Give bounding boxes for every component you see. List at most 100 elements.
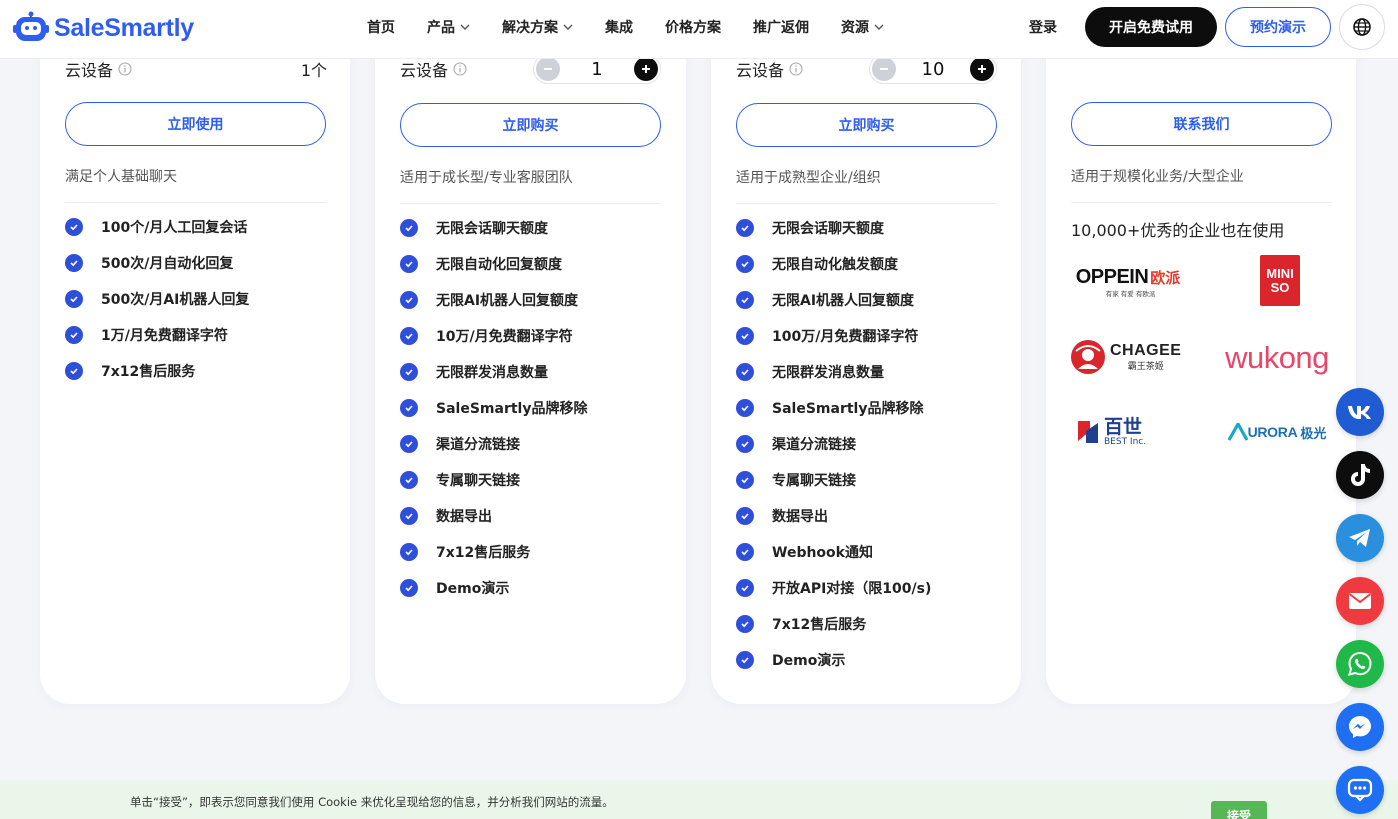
chagee-name: CHAGEE [1110, 342, 1182, 359]
buy-now-button[interactable]: 立即购买 [736, 103, 997, 147]
check-icon [400, 471, 418, 489]
info-icon[interactable] [453, 62, 467, 76]
miniso-line1: MINI [1266, 265, 1294, 281]
feature-list: 无限会话聊天额度 无限自动化回复额度 无限AI机器人回复额度 10万/月免费翻译… [400, 210, 587, 606]
best-cn: 百世 [1104, 416, 1143, 438]
plan-description: 适用于成熟型企业/组织 [736, 170, 881, 186]
device-label: 云设备 [400, 61, 449, 80]
increment-button[interactable] [970, 57, 994, 81]
check-icon [736, 363, 754, 381]
vk-button[interactable] [1336, 388, 1384, 436]
feature-text: 渠道分流链接 [772, 437, 856, 453]
quantity-value[interactable]: 10 [921, 58, 945, 80]
feature-item: SaleSmartly品牌移除 [400, 390, 587, 426]
chevron-down-icon [460, 24, 470, 30]
feature-text: 10万/月免费翻译字符 [436, 329, 573, 345]
feature-text: 无限会话聊天额度 [436, 221, 548, 237]
language-button[interactable] [1339, 4, 1385, 50]
whatsapp-button[interactable] [1336, 640, 1384, 688]
feature-item: Demo演示 [736, 642, 931, 678]
nav-solutions[interactable]: 解决方案 [502, 17, 573, 37]
messenger-icon [1349, 716, 1371, 738]
client-logo-aurora: URORA 极光 [1224, 418, 1330, 446]
check-icon [736, 219, 754, 237]
nav-pricing[interactable]: 价格方案 [665, 17, 721, 37]
chat-button[interactable] [1336, 766, 1384, 814]
free-trial-button[interactable]: 开启免费试用 [1085, 7, 1217, 47]
cookie-banner: 单击“接受”，即表示您同意我们使用 Cookie 来优化呈现给您的信息，并分析我… [0, 780, 1398, 819]
decrement-button[interactable] [536, 57, 560, 81]
plan-description: 适用于规模化业务/大型企业 [1071, 169, 1244, 185]
feature-item: 无限群发消息数量 [400, 354, 587, 390]
feature-item: 专属聊天链接 [400, 462, 587, 498]
feature-list: 100个/月人工回复会话 500次/月自动化回复 500次/月AI机器人回复 1… [65, 209, 249, 389]
tiktok-button[interactable] [1336, 451, 1384, 499]
use-now-button[interactable]: 立即使用 [65, 102, 326, 146]
feature-text: SaleSmartly品牌移除 [436, 401, 588, 417]
nav-product[interactable]: 产品 [427, 17, 470, 37]
device-row: 云设备 10 [736, 54, 997, 84]
cookie-accept-button[interactable]: 接受 [1211, 801, 1267, 819]
check-icon [400, 327, 418, 345]
quantity-value[interactable]: 1 [591, 58, 603, 80]
nav-label: 解决方案 [502, 20, 558, 36]
feature-item: 7x12售后服务 [400, 534, 587, 570]
feature-item: Demo演示 [400, 570, 587, 606]
email-button[interactable] [1336, 577, 1384, 625]
info-icon[interactable] [789, 62, 803, 76]
nav-affiliate[interactable]: 推广返佣 [753, 17, 809, 37]
telegram-button[interactable] [1336, 514, 1384, 562]
feature-item: 无限会话聊天额度 [736, 210, 931, 246]
nav-integrations[interactable]: 集成 [605, 17, 633, 37]
feature-text: 无限群发消息数量 [772, 365, 884, 381]
telegram-icon [1349, 529, 1370, 547]
check-icon [736, 579, 754, 597]
feature-text: 100万/月免费翻译字符 [772, 329, 919, 345]
nav-label: 集成 [605, 20, 633, 36]
minus-icon [880, 68, 888, 70]
aurora-a-icon [1227, 423, 1248, 441]
info-icon[interactable] [118, 62, 132, 76]
nav-label: 首页 [367, 20, 395, 36]
increment-button[interactable] [633, 57, 658, 81]
messenger-button[interactable] [1336, 703, 1384, 751]
contact-us-button[interactable]: 联系我们 [1071, 102, 1332, 146]
feature-item: 无限AI机器人回复额度 [736, 282, 931, 318]
aurora-cn: 极光 [1300, 426, 1327, 442]
feature-text: 7x12售后服务 [436, 545, 531, 561]
check-icon [400, 291, 418, 309]
plus-icon [978, 65, 986, 73]
client-logo-best: 百世 BEST Inc. [1076, 413, 1166, 451]
check-icon [736, 651, 754, 669]
buy-now-button[interactable]: 立即购买 [400, 103, 661, 147]
email-icon [1348, 593, 1372, 609]
nav-home[interactable]: 首页 [367, 17, 395, 37]
feature-item: 500次/月AI机器人回复 [65, 281, 249, 317]
login-link[interactable]: 登录 [1029, 20, 1057, 36]
check-icon [736, 255, 754, 273]
oppein-tagline: 有家 有爱 有欧派 [1105, 290, 1156, 298]
brand-logo[interactable]: SaleSmartly [12, 11, 194, 45]
client-logo-miniso: MINI SO [1260, 255, 1300, 306]
nav-label: 产品 [427, 20, 455, 36]
check-icon [736, 507, 754, 525]
decrement-button[interactable] [872, 57, 896, 81]
chat-icon [1347, 778, 1373, 802]
nav-resources[interactable]: 资源 [841, 17, 884, 37]
client-logo-chagee: CHAGEE 霸王茶姬 [1070, 338, 1182, 376]
feature-text: 数据导出 [436, 509, 492, 525]
check-icon [400, 255, 418, 273]
feature-item: 7x12售后服务 [65, 353, 249, 389]
feature-item: 10万/月免费翻译字符 [400, 318, 587, 354]
feature-text: 无限自动化触发额度 [772, 257, 898, 273]
feature-item: 无限自动化触发额度 [736, 246, 931, 282]
feature-item: Webhook通知 [736, 534, 931, 570]
check-icon [736, 399, 754, 417]
client-logo-oppein: OPPEIN 欧派 有家 有爱 有欧派 [1073, 262, 1183, 302]
check-icon [736, 327, 754, 345]
device-count: 1个 [300, 61, 327, 80]
feature-text: 无限自动化回复额度 [436, 257, 562, 273]
book-demo-button[interactable]: 预约演示 [1225, 7, 1331, 47]
feature-text: Demo演示 [772, 653, 846, 669]
nav-label: 价格方案 [665, 20, 721, 36]
